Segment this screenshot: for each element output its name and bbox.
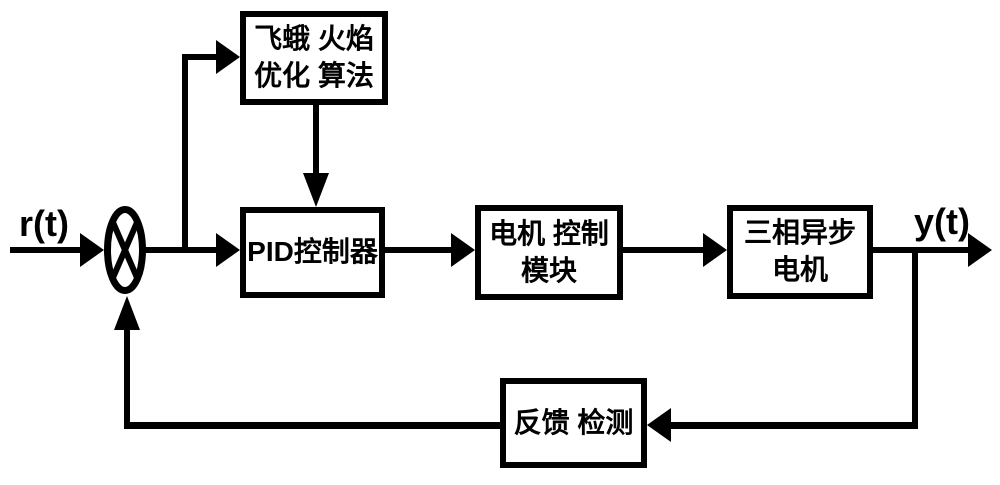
pid-label: PID控制器: [247, 236, 378, 268]
input-signal-label: r(t): [19, 203, 69, 244]
wire-sum-to-pid: [145, 247, 218, 253]
arrowhead-into-pid: [216, 233, 240, 267]
wire-motor-to-output: [873, 247, 970, 253]
motor-control-label-line1: 电机 控制: [489, 217, 609, 249]
arrowhead-into-pid-top: [303, 173, 329, 207]
block-three-phase-async-motor: 三相异步 电机: [727, 205, 873, 299]
wire-input: [10, 247, 82, 253]
wire-feedback-left: [124, 422, 500, 429]
motor-label-line1: 三相异步: [743, 217, 856, 249]
arrowhead-into-motor-control: [451, 233, 475, 267]
block-moth-flame-optimizer: 飞蛾 火焰 优化 算法: [240, 11, 388, 105]
wire-branch-up-vertical: [182, 54, 188, 253]
block-motor-control-module: 电机 控制 模块: [475, 205, 623, 300]
optimizer-label-line1: 飞蛾 火焰: [254, 23, 374, 55]
summing-junction-icon: [104, 206, 146, 299]
arrowhead-into-motor: [703, 233, 727, 267]
wire-motor-control-to-motor: [623, 247, 705, 253]
wire-branch-up-horizontal: [182, 54, 220, 60]
arrowhead-into-optimizer: [216, 40, 240, 74]
motor-label-line2: 电机: [771, 254, 828, 285]
wire-optimizer-to-pid: [313, 103, 319, 175]
wire-feedback-up: [124, 328, 130, 426]
arrowhead-into-summing-junction-bottom: [114, 296, 140, 330]
wire-output-branch-down: [912, 250, 918, 425]
optimizer-label-line2: 优化 算法: [254, 60, 374, 91]
output-signal-label: y(t): [914, 201, 970, 242]
motor-control-label-line2: 模块: [520, 254, 577, 286]
arrowhead-into-summing-junction: [80, 233, 104, 267]
wire-feedback-right: [669, 422, 918, 429]
block-feedback-detection: 反馈 检测: [500, 378, 647, 468]
wire-pid-to-motor-control: [385, 247, 453, 253]
arrowhead-into-feedback: [647, 408, 671, 442]
feedback-label: 反馈 检测: [513, 406, 634, 438]
arrowhead-output: [968, 233, 992, 267]
block-pid-controller: PID控制器: [240, 207, 385, 298]
